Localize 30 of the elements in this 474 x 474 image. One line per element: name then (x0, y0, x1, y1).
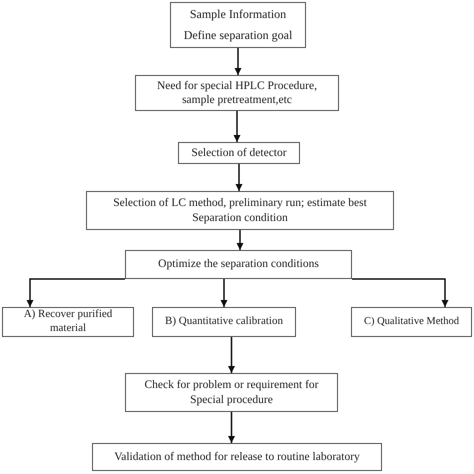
process-box (86, 191, 394, 230)
box-text: Need for special HPLC Procedure, sample pretreatment,etc (156, 78, 318, 108)
box-text: A) Recover purified material (22, 308, 114, 336)
process-box (135, 75, 339, 111)
process-box (125, 373, 338, 412)
box-text: Check for problem or requirement for Special procedure (143, 378, 320, 407)
arrow (352, 278, 448, 307)
box-text: Define separation goal (184, 28, 292, 43)
box-text: Optimize the separation conditions (158, 257, 319, 272)
arrow (234, 48, 242, 75)
box-text: Sample Information (190, 7, 286, 22)
process-box (351, 307, 472, 337)
box-text: Validation of method for release to routine laboratory (114, 450, 360, 464)
process-box (92, 443, 382, 471)
arrow (234, 111, 240, 142)
arrow (220, 279, 228, 307)
arrow (236, 164, 242, 191)
arrow (228, 412, 235, 443)
process-box (152, 307, 296, 337)
arrow (236, 230, 244, 250)
box-text: B) Quantitative calibration (165, 315, 283, 329)
arrow (228, 337, 235, 373)
box-text: Selection of LC method, preliminary run; estimate best Separation condition (112, 196, 368, 225)
arrow (26, 278, 125, 307)
process-box (178, 142, 300, 164)
process-box (2, 307, 134, 337)
process-box (125, 250, 352, 279)
box-text: C) Qualitative Method (364, 315, 460, 329)
process-box (170, 2, 306, 48)
box-text: Selection of detector (191, 146, 287, 160)
